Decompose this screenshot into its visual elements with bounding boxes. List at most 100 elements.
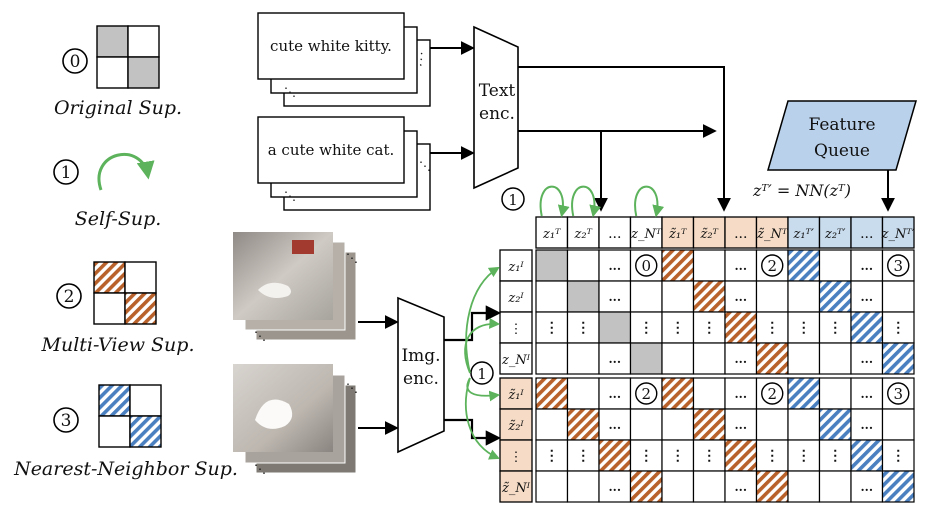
image-feature-arrows bbox=[444, 266, 502, 460]
col-header-label: z_Nᵀ bbox=[630, 227, 662, 242]
matrix-ellipsis: ⋮ bbox=[765, 320, 779, 336]
matrix-ellipsis: ... bbox=[608, 259, 621, 273]
col-header-label: ... bbox=[860, 226, 873, 242]
matrix-ellipsis: ... bbox=[860, 259, 873, 273]
matrix-ellipsis: ... bbox=[608, 480, 621, 494]
text-encoder bbox=[473, 25, 519, 190]
col-header-label: z₂ᵀ bbox=[573, 227, 592, 242]
matrix-ellipsis: ⋮ bbox=[545, 320, 559, 336]
legend-label-self: Self-Sup. bbox=[75, 208, 162, 230]
matrix-cell bbox=[724, 439, 758, 472]
col-header-cell bbox=[881, 216, 915, 249]
image-encoder bbox=[397, 296, 445, 454]
matrix-cell bbox=[818, 342, 852, 375]
legend-num-0: 0 bbox=[70, 52, 81, 72]
col-header-label: ... bbox=[734, 226, 747, 242]
matrix-cell bbox=[535, 342, 569, 375]
matrix-cell bbox=[881, 408, 915, 441]
row-header-label: z₁ᴵ bbox=[507, 260, 524, 275]
matrix-ellipsis: ⋮ bbox=[545, 448, 559, 464]
feature-queue-label-1: Feature bbox=[808, 115, 875, 135]
matrix-cell bbox=[629, 280, 663, 313]
matrix-badge-num: 2 bbox=[767, 385, 777, 403]
image-encoder-label-2: enc. bbox=[403, 369, 439, 389]
matrix-cell bbox=[787, 342, 821, 375]
matrix-badge-num: 3 bbox=[893, 385, 903, 403]
feature-queue-label-2: Queue bbox=[814, 141, 870, 161]
svg-text:⋱: ⋱ bbox=[284, 189, 296, 203]
self-sup-arc-upper bbox=[465, 266, 500, 374]
caption-stack-2: a cute white cat. ⋱ ⋱ bbox=[257, 116, 431, 211]
legend-label-nn: Nearest-Neighbor Sup. bbox=[13, 458, 238, 480]
matrix-ellipsis: ... bbox=[860, 387, 873, 401]
matrix-ellipsis: ⋮ bbox=[891, 448, 905, 464]
matrix-cell bbox=[661, 249, 695, 282]
self-loop-arrow bbox=[634, 185, 665, 218]
matrix-ellipsis: ... bbox=[608, 418, 621, 432]
matrix-cell bbox=[787, 408, 821, 441]
row-header-label: ⋮ bbox=[510, 450, 523, 465]
matrix-cell bbox=[724, 311, 758, 344]
matrix-cell bbox=[692, 342, 726, 375]
matrix-cell bbox=[566, 408, 600, 441]
matrix-cell bbox=[818, 470, 852, 503]
matrix-ellipsis: ... bbox=[860, 290, 873, 304]
matrix-ellipsis: ... bbox=[860, 418, 873, 432]
matrix-ellipsis: ⋮ bbox=[765, 448, 779, 464]
image-stack-2: ⋱ ⋱ bbox=[233, 364, 358, 476]
matrix-cell bbox=[787, 249, 821, 282]
self-sup-marker-top bbox=[501, 187, 525, 211]
matrix-cell bbox=[661, 470, 695, 503]
col-header-label: z̃_Nᵀ bbox=[756, 227, 788, 242]
col-header-label: z₁ᵀ bbox=[542, 227, 561, 242]
svg-text:⋱: ⋱ bbox=[346, 251, 358, 265]
col-header-cell bbox=[692, 216, 726, 249]
matrix-ellipsis: ⋮ bbox=[639, 448, 653, 464]
matrix-cell bbox=[818, 280, 852, 313]
matrix-cell bbox=[787, 280, 821, 313]
matrix-ellipsis: ⋮ bbox=[828, 448, 842, 464]
text-encoder-label-2: enc. bbox=[479, 104, 515, 124]
matrix-cell bbox=[598, 280, 632, 313]
svg-text:⋱: ⋱ bbox=[254, 462, 266, 476]
matrix-badge-num: 2 bbox=[641, 385, 651, 403]
matrix-cell bbox=[629, 408, 663, 441]
matrix-cell bbox=[755, 280, 789, 313]
legend-num-2: 2 bbox=[64, 287, 75, 307]
matrix-cell bbox=[787, 377, 821, 410]
matrix-ellipsis: ⋮ bbox=[671, 320, 685, 336]
matrix-badge bbox=[887, 382, 910, 405]
matrix-badge bbox=[761, 254, 784, 277]
self-sup-arc-lower bbox=[466, 377, 501, 402]
matrix-cell bbox=[818, 408, 852, 441]
matrix-1-0: ......⋮⋮⋮...2 bbox=[535, 377, 663, 503]
self-sup-marker-left-num: 1 bbox=[477, 365, 487, 383]
matrix-cell bbox=[661, 439, 695, 472]
legend-grid-original bbox=[96, 25, 160, 89]
matrix-cell bbox=[850, 342, 884, 375]
matrix-cell bbox=[535, 249, 569, 282]
row-header-label: z_Nᴵ bbox=[501, 353, 531, 368]
matrix-cell bbox=[535, 408, 569, 441]
matrix-0-1: ......⋮⋮⋮...2 bbox=[661, 249, 789, 375]
row-header-label: ⋮ bbox=[510, 322, 523, 337]
matrix-cell bbox=[629, 342, 663, 375]
matrix-cell bbox=[818, 249, 852, 282]
matrix-cell bbox=[566, 342, 600, 375]
matrix-cell bbox=[755, 408, 789, 441]
matrix-cell bbox=[850, 470, 884, 503]
matrix-cell bbox=[566, 249, 600, 282]
matrix-cell bbox=[755, 342, 789, 375]
legend-marker-1 bbox=[53, 159, 79, 185]
matrix-cell bbox=[661, 280, 695, 313]
caption-text-1: cute white kitty. bbox=[270, 37, 392, 55]
matrix-cell bbox=[598, 470, 632, 503]
matrix-cell bbox=[661, 377, 695, 410]
matrix-badge bbox=[761, 382, 784, 405]
matrix-ellipsis: ... bbox=[608, 387, 621, 401]
matrix-cell bbox=[535, 377, 569, 410]
matrix-cell bbox=[724, 408, 758, 441]
